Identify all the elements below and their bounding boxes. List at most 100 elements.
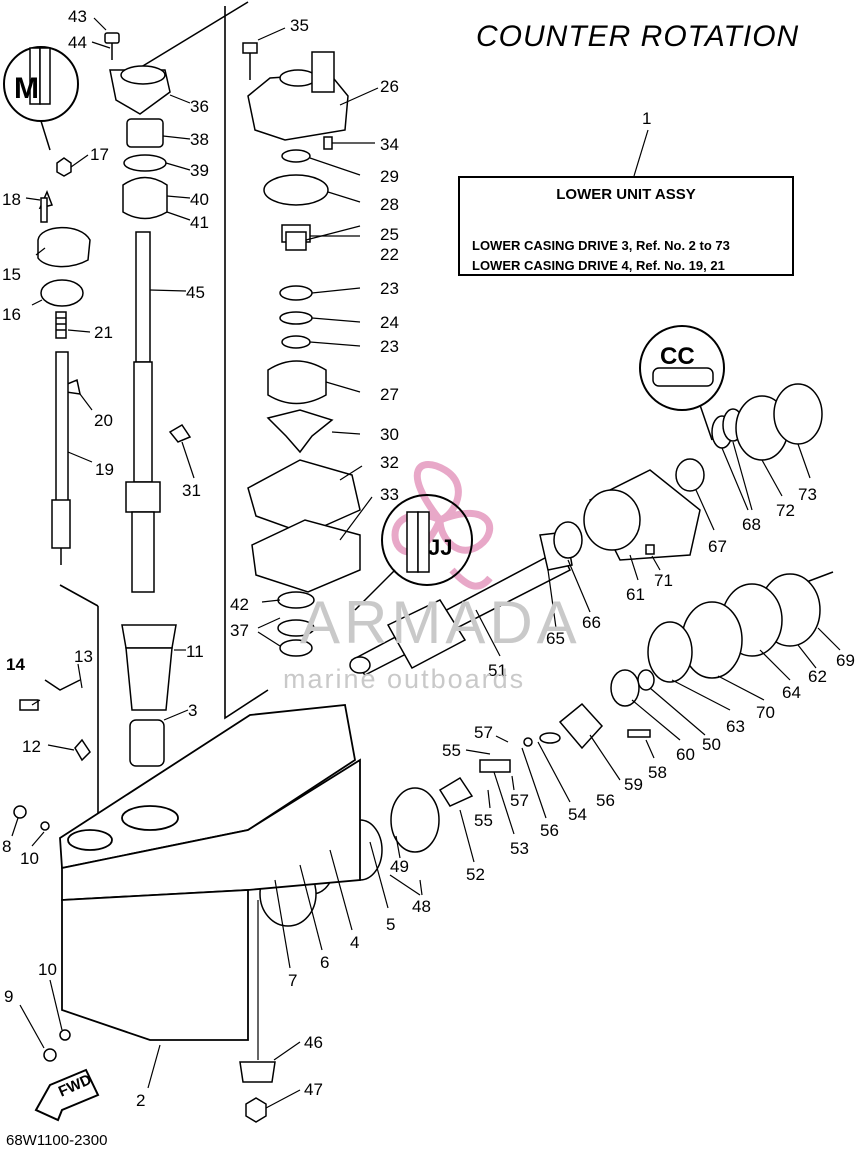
part-label: 14 — [6, 655, 25, 674]
part-label: 55 — [442, 741, 461, 760]
part-label: 43 — [68, 7, 87, 26]
part-label: 72 — [776, 501, 795, 520]
part-label: 69 — [836, 651, 855, 670]
part-label: 55 — [474, 811, 493, 830]
part-label: 33 — [380, 485, 399, 504]
part-label: 48 — [412, 897, 431, 916]
part-label: 37 — [230, 621, 249, 640]
inset-mark-m: M — [14, 72, 39, 105]
part-label: 61 — [626, 585, 645, 604]
part-label: 9 — [4, 987, 13, 1006]
part-label: 38 — [190, 130, 209, 149]
clip-inset — [639, 325, 725, 441]
part-label: 70 — [756, 703, 775, 722]
part-label: 51 — [488, 661, 507, 680]
part-label: 66 — [582, 613, 601, 632]
part-label: 13 — [74, 647, 93, 666]
lower-casing — [59, 704, 361, 1041]
part-label: 3 — [188, 701, 197, 720]
part-label: 10 — [38, 960, 57, 979]
part-label: 54 — [568, 805, 587, 824]
part-label: 57 — [474, 723, 493, 742]
part-label: 41 — [190, 213, 209, 232]
part-label: 64 — [782, 683, 801, 702]
leader-lines — [11, 17, 841, 1109]
part-label: 10 — [20, 849, 39, 868]
part-label: 20 — [94, 411, 113, 430]
part-label: 53 — [510, 839, 529, 858]
inset-mark-cc: CC — [660, 343, 695, 370]
part-label: 42 — [230, 595, 249, 614]
watermark-brand: ARMADA — [300, 589, 581, 656]
watermark-subtitle: marine outboards — [283, 664, 526, 694]
part-label: 68 — [742, 515, 761, 534]
part-label: 62 — [808, 667, 827, 686]
part-label: 31 — [182, 481, 201, 500]
part-label: 36 — [190, 97, 209, 116]
inset-mark-jj: JJ — [428, 535, 452, 560]
drive-shaft-column — [104, 32, 177, 767]
part-label: 39 — [190, 161, 209, 180]
part-label: 18 — [2, 190, 21, 209]
part-label: 59 — [624, 775, 643, 794]
part-label: 25 — [380, 225, 399, 244]
part-label: 28 — [380, 195, 399, 214]
part-label: 27 — [380, 385, 399, 404]
casing-fasteners — [13, 679, 276, 1123]
assembly-note-2: LOWER CASING DRIVE 4, Ref. No. 19, 21 — [472, 258, 725, 273]
part-label: 52 — [466, 865, 485, 884]
part-label: 26 — [380, 77, 399, 96]
part-label: 73 — [798, 485, 817, 504]
part-label: 60 — [676, 745, 695, 764]
part-number-labels: 43 44 36 38 39 40 41 45 17 18 15 16 21 2… — [2, 7, 855, 1110]
part-label: 67 — [708, 537, 727, 556]
part-label: 50 — [702, 735, 721, 754]
part-label: 34 — [380, 135, 399, 154]
part-label: 56 — [540, 821, 559, 840]
shift-rod-inset — [3, 46, 79, 151]
part-label: 22 — [380, 245, 399, 264]
part-label: 35 — [290, 16, 309, 35]
part-label: 46 — [304, 1033, 323, 1052]
part-label: 56 — [596, 791, 615, 810]
part-label: 24 — [380, 313, 399, 332]
part-label: 44 — [68, 33, 87, 52]
part-label: 4 — [350, 933, 359, 952]
part-label: 49 — [390, 857, 409, 876]
part-label: 45 — [186, 283, 205, 302]
assembly-name: LOWER UNIT ASSY — [556, 186, 696, 203]
page-title: COUNTER ROTATION — [476, 20, 800, 53]
part-label: 58 — [648, 763, 667, 782]
fwd-arrow — [34, 1068, 100, 1122]
part-label: 29 — [380, 167, 399, 186]
part-label: 32 — [380, 453, 399, 472]
part-label: 15 — [2, 265, 21, 284]
part-label: 47 — [304, 1080, 323, 1099]
part-label: 6 — [320, 953, 329, 972]
part-label: 5 — [386, 915, 395, 934]
part-label: 2 — [136, 1091, 145, 1110]
part-label: 23 — [380, 279, 399, 298]
part-label: 17 — [90, 145, 109, 164]
part-label: 71 — [654, 571, 673, 590]
part-label: 8 — [2, 837, 11, 856]
part-label: 11 — [186, 642, 204, 661]
part-label: 19 — [95, 460, 114, 479]
water-pump-stack — [242, 42, 361, 657]
part-label: 63 — [726, 717, 745, 736]
part-label: 21 — [94, 323, 113, 342]
figure-code: 68W1100-2300 — [6, 1132, 108, 1149]
part-label: 12 — [22, 737, 41, 756]
part-label: 30 — [380, 425, 399, 444]
part-label: 1 — [642, 109, 651, 128]
part-label: 65 — [546, 629, 565, 648]
assembly-note-1: LOWER CASING DRIVE 3, Ref. No. 2 to 73 — [472, 238, 730, 253]
part-label: 40 — [190, 190, 209, 209]
pin-inset — [354, 494, 473, 611]
part-label: 23 — [380, 337, 399, 356]
shift-rod-assembly — [37, 157, 192, 565]
part-label: 57 — [510, 791, 529, 810]
assembly-info-box: LOWER UNIT ASSY LOWER CASING DRIVE 3, Re… — [458, 176, 794, 276]
part-label: 16 — [2, 305, 21, 324]
